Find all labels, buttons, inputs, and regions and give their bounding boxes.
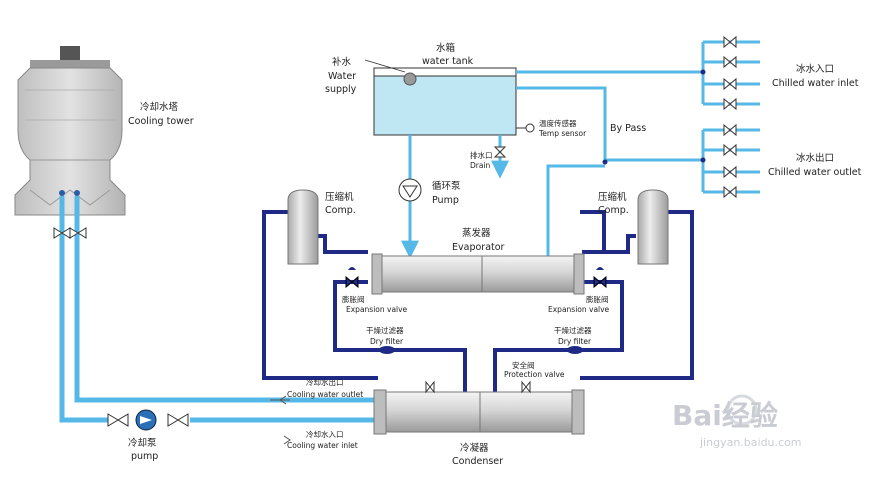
drain: 排水口 Drain <box>470 135 509 179</box>
exp-left-label-en: Expansion valve <box>346 305 408 314</box>
exp-right-label-en: Expansion valve <box>548 305 610 314</box>
chilled-in-label-cn: 冰水入口 <box>796 63 834 75</box>
expansion-valve-left: 膨胀阀 Expansion valve <box>342 267 408 314</box>
dry-filter-left: 干燥过滤器 Dry filter <box>366 325 404 354</box>
valve-icon <box>167 413 189 427</box>
valve-icon <box>345 275 359 289</box>
cooling-pump-label-en: pump <box>131 451 158 462</box>
temp-sensor-label-cn: 温度传感器 <box>539 118 577 128</box>
valve-icon <box>493 146 507 158</box>
bypass-label: By Pass <box>610 123 646 134</box>
safety-valves <box>425 380 531 394</box>
filter-icon <box>379 346 395 354</box>
cooling-tower-label-en: Cooling tower <box>128 116 194 127</box>
cooling-pump-label-cn: 冷却泵 <box>128 437 157 449</box>
valve-icon <box>425 380 435 394</box>
safety-label-cn: 安全阀 <box>512 360 535 370</box>
chilled-out-label-cn: 冰水出口 <box>796 152 834 164</box>
makeup-label-en2: supply <box>325 84 357 95</box>
cw-in-label-cn: 冷却水入口 <box>306 429 344 439</box>
paw-icon <box>726 394 758 426</box>
drain-label-en: Drain <box>470 161 491 170</box>
dry-left-label-en: Dry filter <box>370 337 404 346</box>
watermark-brand: Bai经验 <box>672 399 778 432</box>
exp-left-label-cn: 膨胀阀 <box>342 294 365 304</box>
evaporator: 蒸发器 Evaporator <box>371 227 585 295</box>
evaporator-label-en: Evaporator <box>452 242 505 253</box>
comp-right-label-en: Comp. <box>598 205 629 216</box>
valve-icon <box>107 413 129 427</box>
compressor-left: 压缩机 Comp. <box>287 189 356 265</box>
exp-right-label-cn: 膨胀阀 <box>586 294 609 304</box>
dry-filter-right: 干燥过滤器 Dry filter <box>554 325 592 354</box>
temp-sensor-label-en: Temp sensor <box>538 129 587 138</box>
chilled-in-label-en: Chilled water inlet <box>772 78 859 89</box>
valve-icon <box>521 380 531 394</box>
comp-left-label-cn: 压缩机 <box>325 191 354 203</box>
water-tank-label-en: water tank <box>422 56 474 67</box>
cw-out-label-cn: 冷却水出口 <box>306 377 344 387</box>
chilled-out-label-en: Chilled water outlet <box>768 167 862 178</box>
dry-left-label-cn: 干燥过滤器 <box>366 325 404 335</box>
pump-label-en: Pump <box>432 195 459 206</box>
cooling-pump: 冷却泵 pump <box>107 409 189 462</box>
cooling-tower: 冷却水塔 Cooling tower <box>14 46 194 216</box>
condenser-label-cn: 冷凝器 <box>460 442 489 454</box>
cooling-water-outlet: 冷却水出口 Cooling water outlet <box>270 377 363 405</box>
water-tank: 水箱 water tank 补水 Water supply <box>325 42 517 136</box>
refrigerant-pipes <box>262 210 694 392</box>
circulation-pump: 循环泵 Pump <box>398 135 461 259</box>
drain-label-cn: 排水口 <box>470 150 493 160</box>
makeup-label-cn: 补水 <box>332 56 352 68</box>
makeup-label-en1: Water <box>328 71 356 82</box>
dry-right-label-cn: 干燥过滤器 <box>554 325 592 335</box>
tower-valves <box>53 227 87 239</box>
dry-right-label-en: Dry filter <box>558 337 592 346</box>
cw-in-label-en: Cooling water inlet <box>287 441 358 450</box>
valve-icon <box>69 227 87 239</box>
thermometer-icon <box>525 123 535 133</box>
safety-label-en: Protection valve <box>504 370 565 379</box>
cooling-water-inlet: 冷却水入口 Cooling water inlet <box>283 429 358 450</box>
watermark-url: jingyan.baidu.com <box>699 436 802 449</box>
tower-fan-motor-icon <box>60 46 80 60</box>
comp-right-label-cn: 压缩机 <box>598 191 627 203</box>
cooling-water-pipes <box>59 196 375 423</box>
baidu-watermark: Bai经验 jingyan.baidu.com <box>672 394 802 449</box>
condenser-label-en: Condenser <box>452 456 503 467</box>
cooling-tower-label-cn: 冷却水塔 <box>140 101 179 113</box>
filter-icon <box>567 346 583 354</box>
compressor-right: 压缩机 Comp. <box>598 189 669 265</box>
expansion-valve-right: 膨胀阀 Expansion valve <box>548 267 610 314</box>
evaporator-label-cn: 蒸发器 <box>462 227 491 239</box>
water-tank-label-cn: 水箱 <box>436 42 455 54</box>
condenser: 冷凝器 Condenser <box>373 389 585 467</box>
temp-sensor: 温度传感器 Temp sensor <box>516 118 587 138</box>
pump-label-cn: 循环泵 <box>432 180 461 192</box>
chilled-water-valves <box>723 35 737 199</box>
cw-out-label-en: Cooling water outlet <box>287 390 363 399</box>
comp-left-label-en: Comp. <box>325 205 356 216</box>
valve-icon <box>593 275 607 289</box>
